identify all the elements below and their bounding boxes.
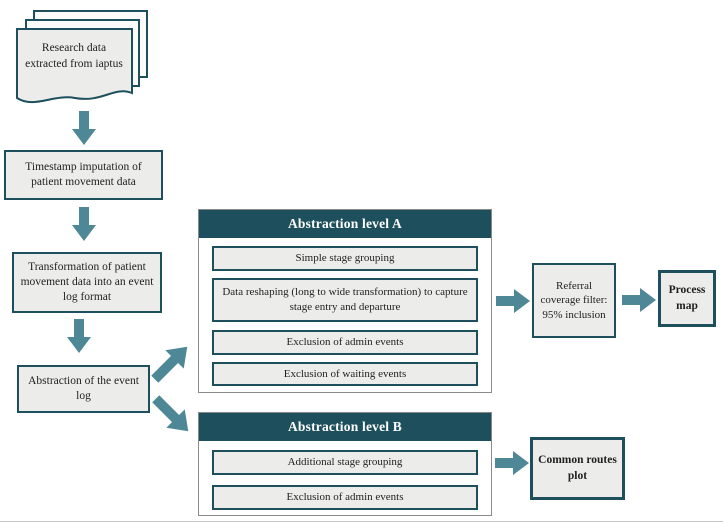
node-common-routes-plot: Common routes plot [530,437,625,500]
level-b-item-additional-stage-grouping: Additional stage grouping [212,450,478,475]
level-a-item-simple-stage-grouping: Simple stage grouping [212,246,478,271]
node-transformation-event-log: Transformation of patient movement data … [12,252,162,313]
level-a-item-exclusion-waiting: Exclusion of waiting events [212,362,478,386]
arrow-right-icon [496,289,530,313]
abstraction-level-a-container: Abstraction level A Simple stage groupin… [198,209,492,393]
arrow-down-icon [72,111,96,145]
node-referral-coverage-filter: Referral coverage filter: 95% inclusion [532,263,616,338]
document-stack-shape [14,8,154,114]
level-b-item-exclusion-admin: Exclusion of admin events [212,485,478,510]
node-timestamp-imputation: Timestamp imputation of patient movement… [4,150,163,200]
arrow-up-right-icon [146,338,197,389]
level-a-item-data-reshaping: Data reshaping (long to wide transformat… [212,278,478,322]
abstraction-level-a-title: Abstraction level A [199,210,491,238]
arrow-down-icon [67,319,91,353]
level-a-item-exclusion-admin: Exclusion of admin events [212,330,478,355]
arrow-down-right-icon [147,390,198,441]
abstraction-level-b-title: Abstraction level B [199,413,491,441]
bottom-divider [0,521,723,522]
node-process-map: Process map [658,270,716,327]
abstraction-level-b-container: Abstraction level B Additional stage gro… [198,412,492,516]
arrow-right-icon [495,451,529,475]
document-stack-icon [16,10,148,103]
node-abstraction-event-log: Abstraction of the event log [17,365,150,413]
arrow-right-icon [622,288,656,312]
source-document-label: Research data extracted from iaptus [25,42,123,70]
arrow-down-icon [72,207,96,241]
